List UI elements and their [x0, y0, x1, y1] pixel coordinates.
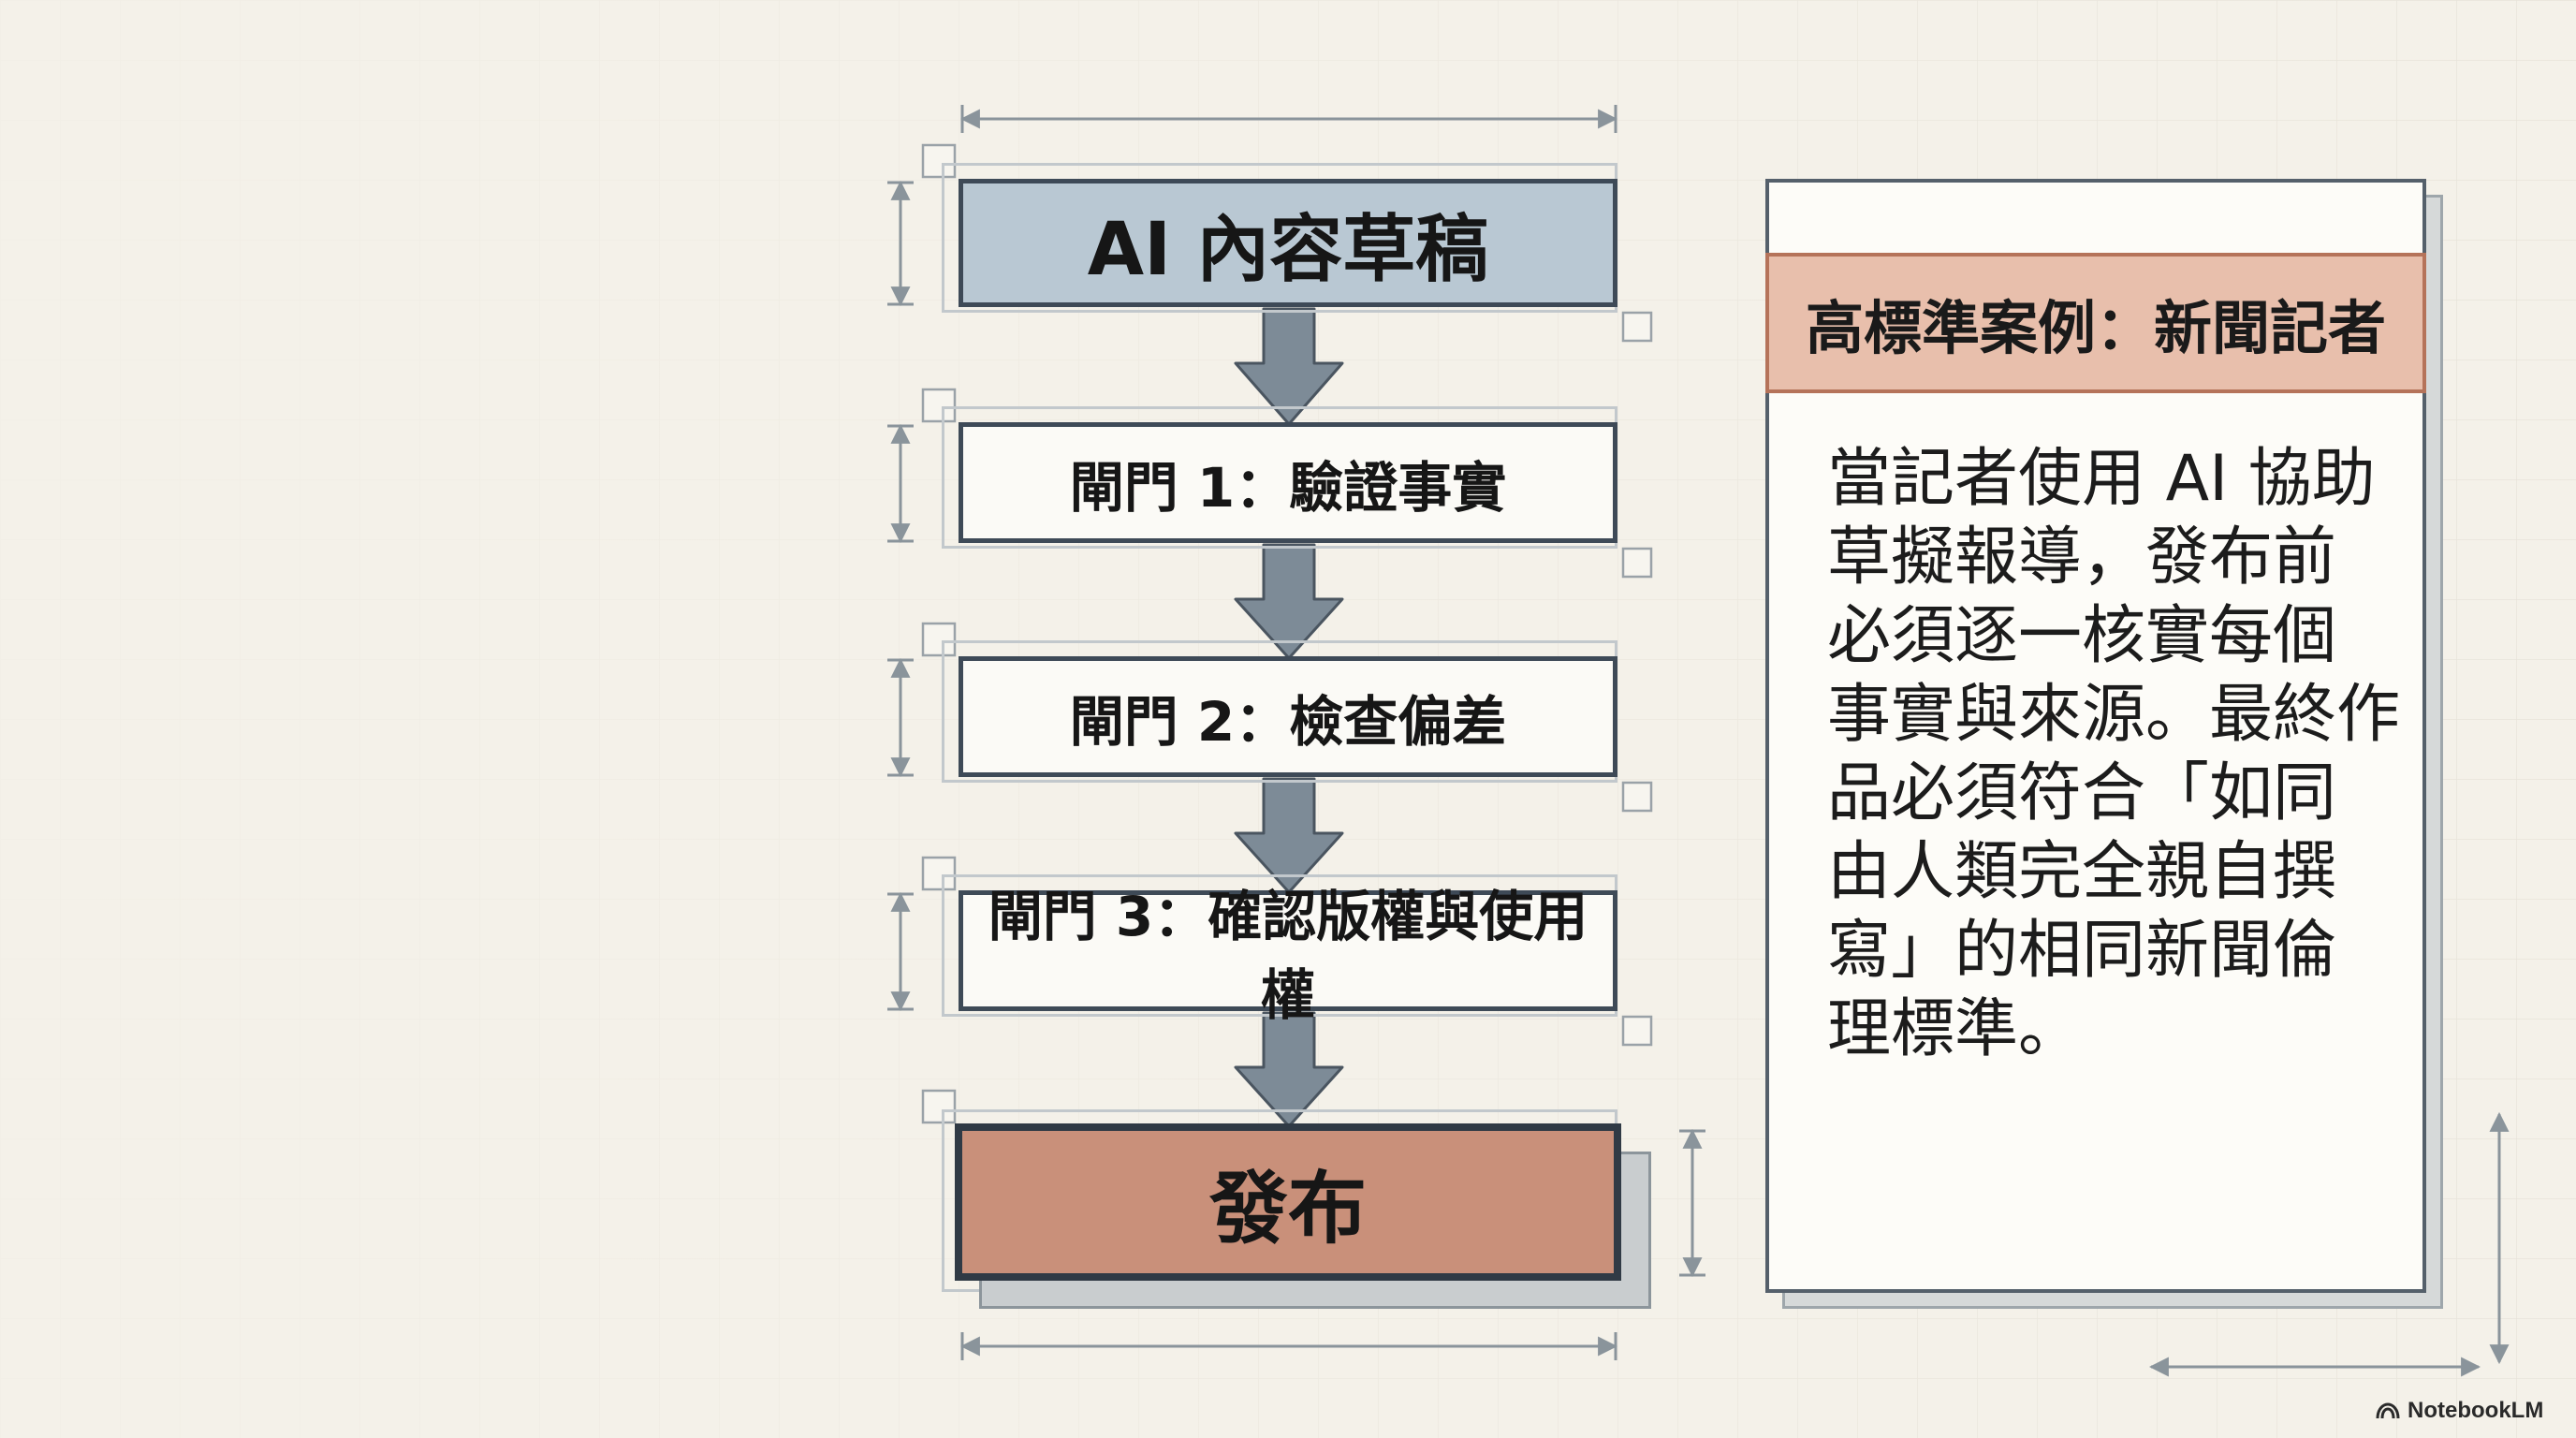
notebooklm-watermark: NotebookLM — [2376, 1395, 2563, 1427]
case-card-body: 當記者使用 AI 協助 草擬報導，發布前 必須逐一核實每個 事實與來源。最終作 … — [1827, 440, 2408, 1095]
case-body-line: 草擬報導，發布前 — [1827, 521, 2337, 594]
case-body-line: 當記者使用 AI 協助 — [1827, 442, 2376, 516]
stage-gate-1: 閘門 1：驗證事實 — [959, 422, 1617, 543]
stage-ai-draft: AI 內容草稿 — [959, 179, 1617, 307]
case-body-line: 寫」的相同新聞倫 — [1827, 914, 2337, 988]
stage-publish: 發布 — [955, 1123, 1621, 1281]
case-body-line: 必須逐一核實每個 — [1827, 599, 2337, 673]
stage-gate-2: 閘門 2：檢查偏差 — [959, 656, 1617, 777]
case-body-line: 理標準。 — [1827, 992, 2083, 1066]
stage-gate-3: 閘門 3：確認版權與使用權 — [959, 885, 1617, 1027]
case-card-title: 高標準案例：新聞記者 — [1765, 253, 2426, 393]
case-body-line: 事實與來源。最終作 — [1827, 678, 2401, 752]
notebooklm-logo-icon — [2376, 1402, 2400, 1419]
brand-label: NotebookLM — [2408, 1398, 2544, 1423]
case-body-line: 由人類完全親自撰 — [1827, 835, 2337, 909]
case-body-line: 品必須符合「如同 — [1827, 756, 2337, 830]
